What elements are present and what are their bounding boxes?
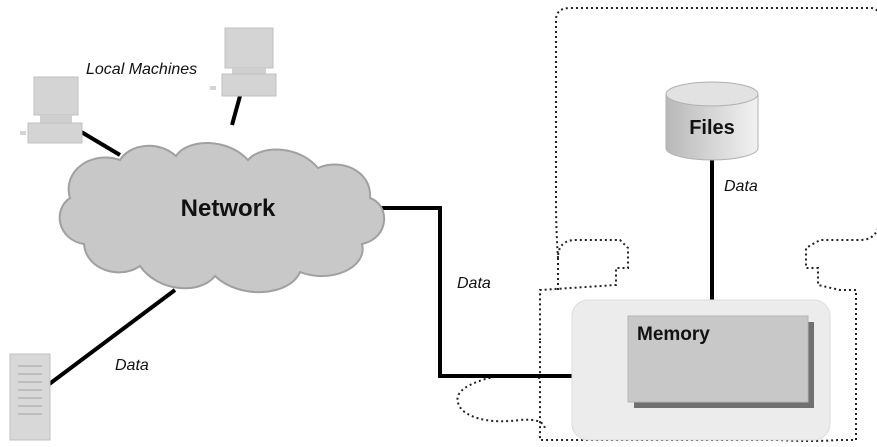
server-tower-icon [9, 353, 51, 441]
right-machine-to-network-line [230, 95, 242, 126]
local-machines-label: Local Machines [86, 61, 197, 78]
server-to-network-line [46, 288, 177, 387]
network-label: Network [181, 195, 276, 222]
files-label: Files [689, 117, 735, 139]
database-cylinder-icon [665, 81, 759, 161]
files-data-label: Data [724, 178, 758, 195]
network-data-label: Data [457, 275, 491, 292]
memory-label: Memory [637, 324, 710, 345]
left-machine-to-network-line [76, 128, 122, 157]
memory-box [627, 315, 809, 403]
desktop-computer-icon [20, 76, 83, 144]
network-to-memory-line [375, 206, 572, 378]
desktop-computer-icon [210, 27, 277, 97]
cloud-icon [58, 142, 385, 294]
system-boundary-outline [539, 7, 877, 442]
server-data-label: Data [115, 357, 149, 374]
cable-loop [456, 374, 546, 431]
